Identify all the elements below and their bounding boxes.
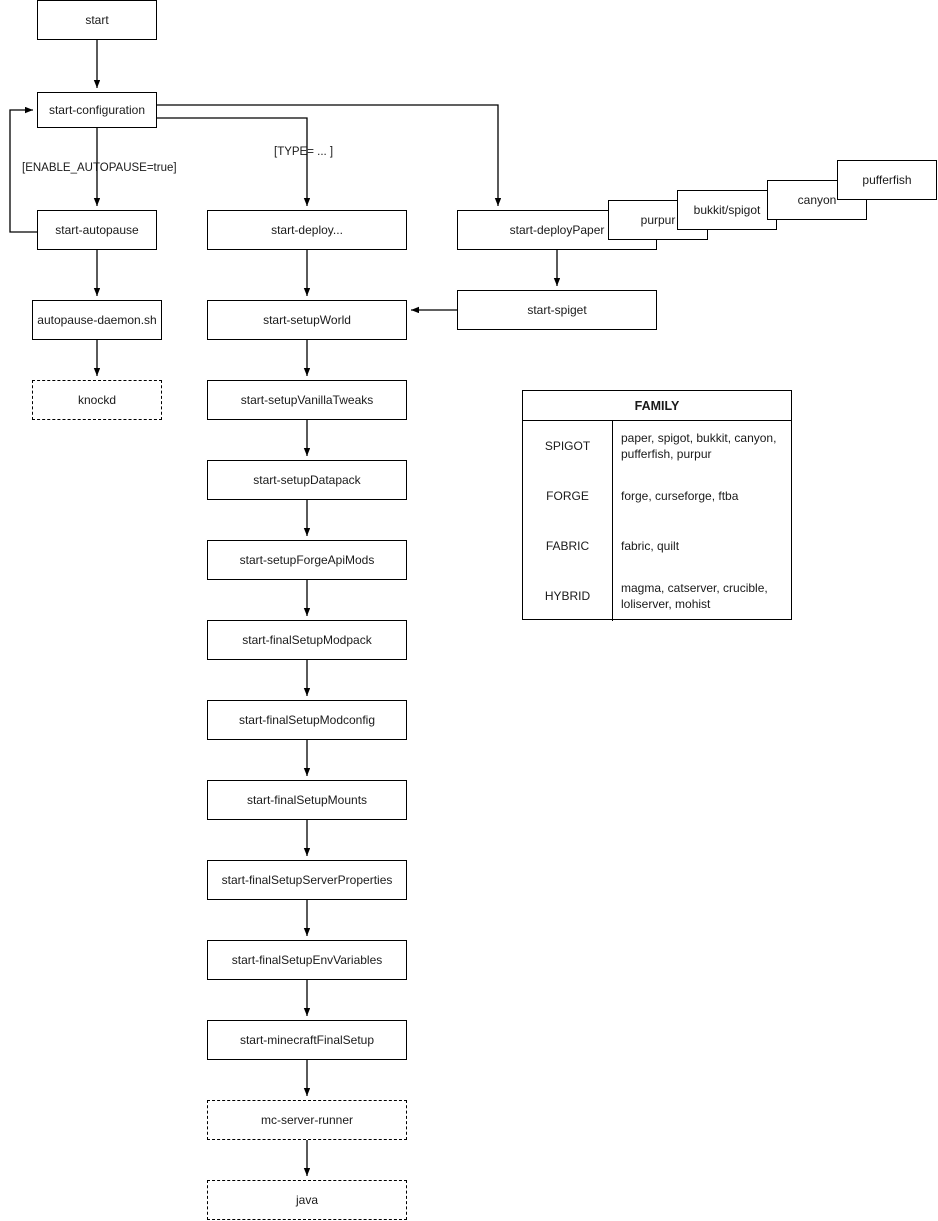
node-label: start-finalSetupModpack	[242, 632, 372, 647]
node-start-setupWorld[interactable]: start-setupWorld	[207, 300, 407, 340]
node-label: purpur	[640, 212, 676, 227]
node-label: knockd	[77, 392, 117, 407]
node-start-autopause[interactable]: start-autopause	[37, 210, 157, 250]
family-legend-table: FAMILY SPIGOT paper, spigot, bukkit, can…	[522, 390, 792, 621]
node-label: start-minecraftFinalSetup	[239, 1032, 375, 1047]
family-name: SPIGOT	[523, 421, 613, 471]
family-table-row: SPIGOT paper, spigot, bukkit, canyon, pu…	[523, 421, 791, 471]
node-label: autopause-daemon.sh	[37, 312, 157, 327]
node-start-finalSetupModpack[interactable]: start-finalSetupModpack	[207, 620, 407, 660]
node-label: start-autopause	[55, 222, 139, 237]
node-start-finalSetupModconfig[interactable]: start-finalSetupModconfig	[207, 700, 407, 740]
node-label: start-deploy...	[271, 222, 343, 237]
family-values: magma, catserver, crucible, loliserver, …	[621, 580, 768, 611]
family-table-row: FORGE forge, curseforge, ftba	[523, 471, 791, 521]
family-name: FABRIC	[523, 521, 613, 571]
node-label: start-finalSetupModconfig	[238, 712, 376, 727]
node-start-finalSetupMounts[interactable]: start-finalSetupMounts	[207, 780, 407, 820]
node-label: start-setupDatapack	[253, 472, 361, 487]
node-start-deploy[interactable]: start-deploy...	[207, 210, 407, 250]
node-label: mc-server-runner	[260, 1112, 353, 1127]
family-table-row: HYBRID magma, catserver, crucible, lolis…	[523, 571, 791, 621]
family-values: fabric, quilt	[621, 538, 680, 553]
node-pufferfish[interactable]: pufferfish	[837, 160, 937, 200]
node-start-setupForgeApiMods[interactable]: start-setupForgeApiMods	[207, 540, 407, 580]
node-label: start-finalSetupMounts	[246, 792, 368, 807]
node-java[interactable]: java	[207, 1180, 407, 1220]
node-start-configuration[interactable]: start-configuration	[37, 92, 157, 128]
node-start-setupVanillaTweaks[interactable]: start-setupVanillaTweaks	[207, 380, 407, 420]
node-label: bukkit/spigot	[693, 202, 761, 217]
node-label: start-setupForgeApiMods	[239, 552, 375, 567]
edge-label-type: [TYPE= ... ]	[274, 146, 333, 158]
node-label: start-finalSetupServerProperties	[221, 872, 393, 887]
node-start-setupDatapack[interactable]: start-setupDatapack	[207, 460, 407, 500]
node-start-minecraftFinalSetup[interactable]: start-minecraftFinalSetup	[207, 1020, 407, 1060]
node-label: start-setupWorld	[263, 312, 351, 327]
node-label: canyon	[797, 192, 837, 207]
node-label: start	[85, 12, 109, 27]
node-bukkit-spigot[interactable]: bukkit/spigot	[677, 190, 777, 230]
node-start-finalSetupServerProperties[interactable]: start-finalSetupServerProperties	[207, 860, 407, 900]
family-name: FORGE	[523, 471, 613, 521]
family-table-header: FAMILY	[523, 391, 791, 421]
family-values: forge, curseforge, ftba	[621, 488, 739, 503]
node-start[interactable]: start	[37, 0, 157, 40]
node-mc-server-runner[interactable]: mc-server-runner	[207, 1100, 407, 1140]
node-start-finalSetupEnvVariables[interactable]: start-finalSetupEnvVariables	[207, 940, 407, 980]
node-label: start-configuration	[48, 102, 146, 117]
family-name: HYBRID	[523, 571, 613, 621]
edge-configuration-to-deploy	[157, 117, 311, 206]
family-values: paper, spigot, bukkit, canyon, pufferfis…	[621, 430, 777, 461]
edge-label-enable-autopause: [ENABLE_AUTOPAUSE=true]	[22, 162, 177, 174]
node-label: pufferfish	[862, 172, 912, 187]
node-canyon[interactable]: canyon	[767, 180, 867, 220]
node-label: java	[295, 1192, 318, 1207]
family-table-body: SPIGOT paper, spigot, bukkit, canyon, pu…	[523, 421, 791, 621]
edge-label-text: [ENABLE_AUTOPAUSE=true]	[22, 162, 177, 174]
node-label: start-finalSetupEnvVariables	[231, 952, 383, 967]
node-start-spiget[interactable]: start-spiget	[457, 290, 657, 330]
node-label: start-spiget	[527, 302, 587, 317]
node-autopause-daemon[interactable]: autopause-daemon.sh	[32, 300, 162, 340]
node-label: start-setupVanillaTweaks	[240, 392, 374, 407]
family-table-row: FABRIC fabric, quilt	[523, 521, 791, 571]
node-knockd[interactable]: knockd	[32, 380, 162, 420]
node-label: start-deployPaper	[509, 222, 605, 237]
edge-label-text: [TYPE= ... ]	[274, 146, 334, 158]
